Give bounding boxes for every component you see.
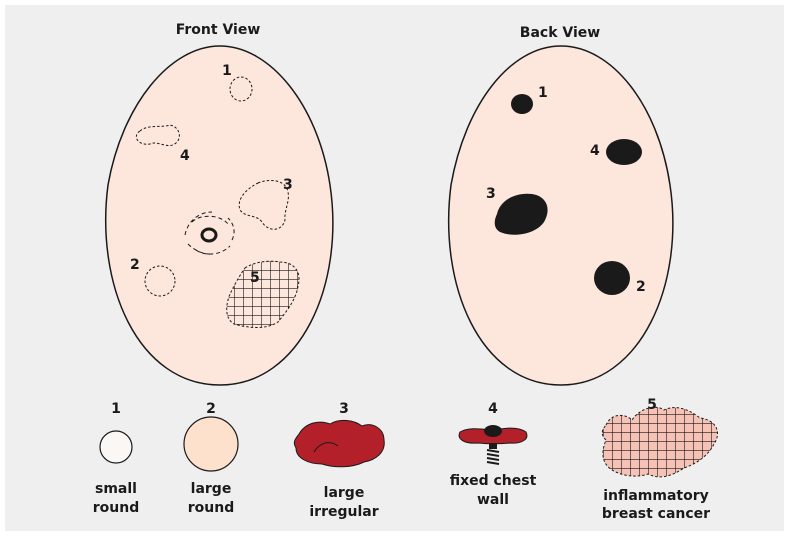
- legend-caption-3b: irregular: [309, 504, 378, 520]
- back-view-title: Back View: [520, 25, 600, 41]
- back-label-4: 4: [590, 143, 600, 159]
- back-label-3: 3: [486, 186, 496, 202]
- large-irregular-lump-icon: [294, 420, 384, 466]
- front-label-1: 1: [222, 63, 232, 79]
- legend-number-2: 2: [206, 401, 216, 417]
- back-label-1: 1: [538, 85, 548, 101]
- legend-caption-4b: wall: [477, 492, 509, 508]
- legend-number-5: 5: [647, 397, 657, 413]
- legend-caption-1b: round: [93, 500, 139, 516]
- legend-caption-2a: large: [191, 481, 232, 497]
- front-label-3: 3: [283, 177, 293, 193]
- legend-number-3: 3: [339, 401, 349, 417]
- legend-number-4: 4: [488, 401, 498, 417]
- back-lump-1: [511, 94, 533, 114]
- back-label-2: 2: [636, 279, 646, 295]
- back-lump-4: [606, 139, 642, 165]
- legend-caption-5a: inflammatory: [603, 488, 709, 504]
- large-round-lump-icon: [184, 417, 238, 471]
- front-label-5: 5: [250, 270, 260, 286]
- legend-caption-5b: breast cancer: [602, 506, 710, 522]
- small-round-lump-icon: [100, 431, 132, 463]
- legend-number-1: 1: [111, 401, 121, 417]
- legend-caption-4a: fixed chest: [450, 473, 537, 489]
- front-view-title: Front View: [176, 22, 261, 38]
- legend-caption-3a: large: [324, 485, 365, 501]
- front-label-2: 2: [130, 257, 140, 273]
- legend-caption-1a: small: [95, 481, 137, 497]
- back-lump-2: [594, 261, 630, 295]
- front-label-4: 4: [180, 148, 190, 164]
- legend-caption-2b: round: [188, 500, 234, 516]
